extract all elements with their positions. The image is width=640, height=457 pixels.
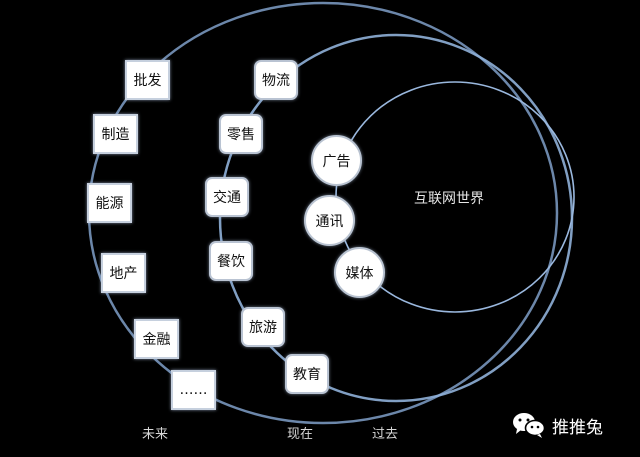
future-item-more: …… bbox=[171, 370, 216, 410]
present-item-transport: 交通 bbox=[205, 177, 249, 217]
present-item-catering: 餐饮 bbox=[209, 241, 253, 281]
present-label: 现在 bbox=[287, 427, 314, 442]
watermark-text: 推推兔 bbox=[552, 417, 603, 438]
past-item-telecom: 通讯 bbox=[304, 195, 355, 246]
future-item-wholesale: 批发 bbox=[125, 60, 170, 100]
future-item-energy: 能源 bbox=[87, 183, 132, 223]
present-item-retail: 零售 bbox=[219, 114, 263, 154]
future-label: 未来 bbox=[142, 427, 169, 442]
future-item-manufacturing: 制造 bbox=[93, 114, 138, 154]
present-item-travel: 旅游 bbox=[241, 307, 285, 347]
watermark: 推推兔 bbox=[512, 411, 603, 439]
past-item-media: 媒体 bbox=[334, 247, 385, 298]
present-item-education: 教育 bbox=[285, 354, 329, 394]
future-item-real-estate: 地产 bbox=[101, 253, 146, 293]
past-label: 过去 bbox=[372, 427, 399, 442]
center-label: 互联网世界 bbox=[414, 191, 484, 207]
past-item-advertising: 广告 bbox=[311, 135, 362, 186]
wechat-icon bbox=[513, 413, 546, 438]
future-item-finance: 金融 bbox=[134, 319, 179, 359]
present-item-logistics: 物流 bbox=[254, 60, 298, 100]
